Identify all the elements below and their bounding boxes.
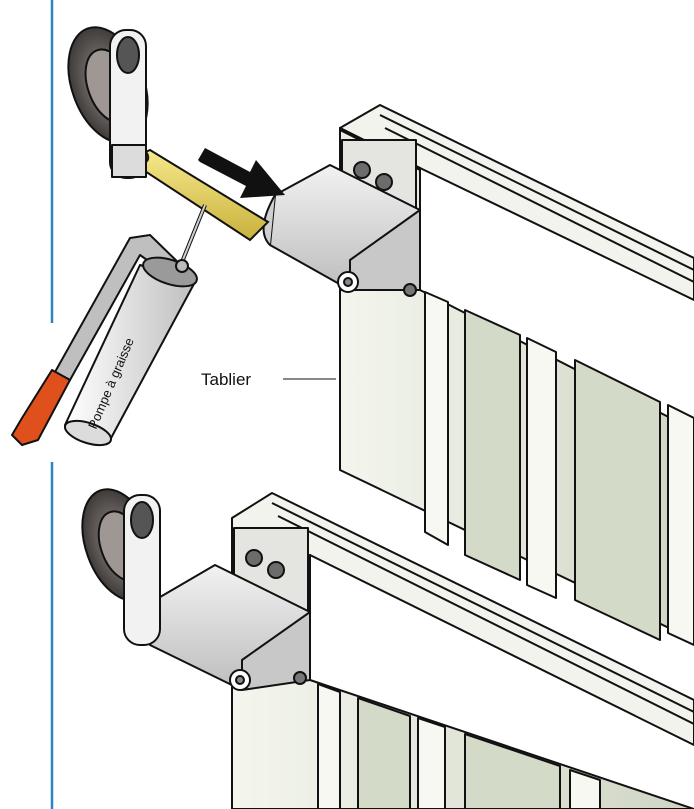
end-bracket-bottom xyxy=(144,527,311,691)
grease-pump xyxy=(11,204,207,447)
end-bracket-top xyxy=(262,139,421,297)
arrow-right-icon xyxy=(198,148,285,198)
roller-bottom xyxy=(81,488,161,646)
roller-top xyxy=(67,26,149,179)
tablier-label: Tablier xyxy=(201,370,252,389)
